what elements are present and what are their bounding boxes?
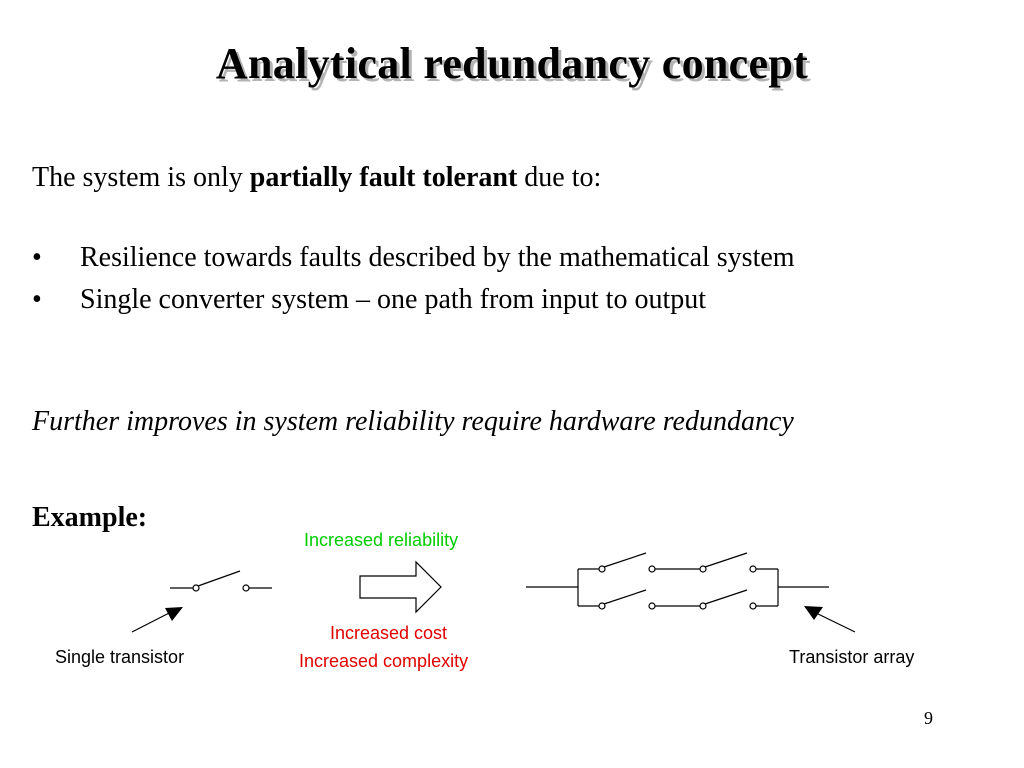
transistor-array-caption: Transistor array (789, 647, 915, 667)
intro-line: The system is only partially fault toler… (32, 162, 601, 194)
bullet-item: Resilience towards faults described by t… (80, 242, 795, 273)
emphasis-statement: Further improves in system reliability r… (32, 406, 794, 437)
intro-prefix: The system is only (32, 162, 250, 193)
bullet-marker: • (32, 242, 42, 273)
bullet-marker: • (32, 284, 42, 315)
right-arrow-icon (359, 560, 442, 614)
single-switch-icon (170, 570, 272, 592)
transistor-array-icon (526, 552, 829, 610)
single-transistor-caption: Single transistor (55, 647, 185, 667)
intro-bold: partially fault tolerant (249, 162, 518, 193)
pointer-arrow-icon (131, 607, 183, 633)
slide-title: Analytical redundancy concept (215, 39, 809, 88)
page-number: 9 (924, 708, 933, 728)
reliability-label: Increased reliability (304, 530, 459, 550)
intro-suffix: due to: (517, 162, 602, 193)
bullet-item: Single converter system – one path from … (80, 284, 707, 315)
example-label: Example: (32, 502, 148, 533)
complexity-label: Increased complexity (299, 651, 469, 671)
pointer-arrow-icon (804, 606, 856, 633)
cost-label: Increased cost (330, 623, 448, 643)
